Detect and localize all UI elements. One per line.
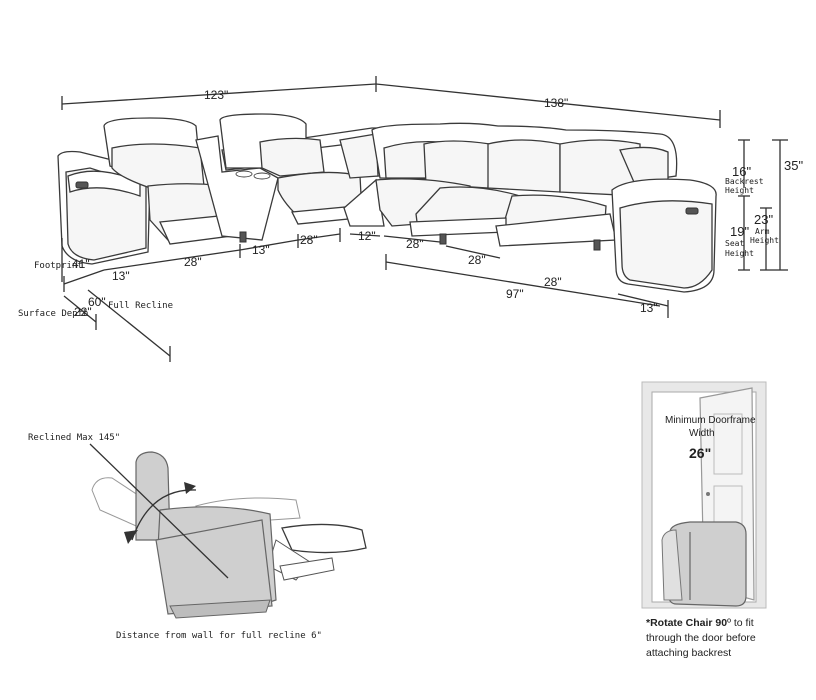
door-note-line1: *Rotate Chair 90º to fit: [646, 617, 754, 629]
dim-right-28-a: 28": [406, 237, 424, 251]
dim-123: 123": [204, 88, 228, 102]
label-footprint: Footprint: [34, 261, 83, 271]
label-full-recline: Full Recline: [108, 301, 173, 311]
doorframe-illustration: [641, 381, 767, 609]
dim-full-recline-60: 60": [88, 295, 106, 309]
door-title-line1: Minimum Doorframe: [665, 415, 756, 426]
dim-right-28-b: 28": [468, 253, 486, 267]
left-dimension-lines: [61, 228, 669, 362]
dim-left-arm-13: 13": [112, 269, 130, 283]
door-note-line2: through the door before: [646, 632, 756, 644]
dim-left-seat-28: 28": [184, 255, 202, 269]
dim-corner-28: 28": [300, 233, 318, 247]
dim-right-97: 97": [506, 287, 524, 301]
dim-right-arm-13: 13": [640, 301, 658, 315]
dim-arm-23: 23": [754, 212, 773, 227]
dim-wedge-12: 12": [358, 229, 376, 243]
dim-138: 138": [544, 96, 568, 110]
dim-overall-35: 35": [784, 158, 803, 173]
dim-right-28-c: 28": [544, 275, 562, 289]
top-dimension-lines: [61, 76, 721, 128]
door-title-line2: Width: [689, 428, 715, 439]
height-dimension-lines: [738, 139, 788, 271]
label-surface-depth: Surface Depth: [18, 309, 88, 319]
dim-footprint-41: 41": [72, 257, 90, 271]
label-wall-distance: Distance from wall for full recline 6": [116, 631, 322, 641]
label-reclined-max: Reclined Max 145": [28, 433, 120, 443]
sectional-sofa: [57, 113, 717, 293]
door-width-26: 26": [689, 445, 711, 461]
door-note-line3: attaching backrest: [646, 647, 731, 659]
dim-console-13: 13": [252, 243, 270, 257]
recliner-side-view: [89, 443, 367, 619]
dim-surface-depth-22: 22": [74, 305, 92, 319]
dim-seat-19: 19": [730, 224, 749, 239]
dim-backrest-16: 16": [732, 164, 751, 179]
